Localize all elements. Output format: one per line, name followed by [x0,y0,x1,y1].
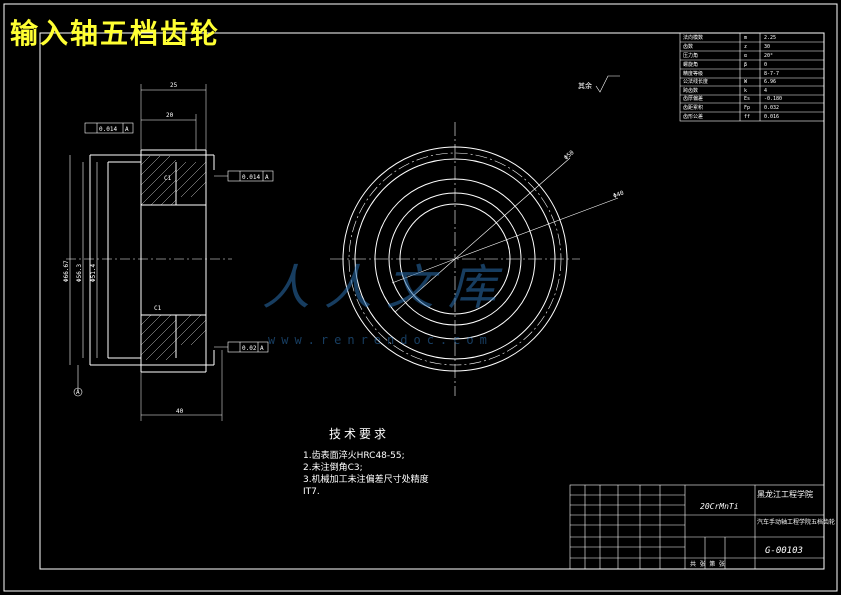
params-cell: -0.180 [764,96,782,102]
runout: 0.02 [242,345,257,352]
dia-bore: Φ56.3 [76,264,83,282]
params-cell: Fp [744,105,750,111]
dim-top-1: 25 [170,82,178,89]
params-cell: k [744,88,747,94]
dim-bottom: 40 [176,408,184,415]
params-cell: 20° [764,53,773,59]
params-cell: 螺旋角 [683,61,698,68]
outer-frame [3,3,838,592]
params-cell: 8-7-7 [764,71,779,77]
dim-top-2: 20 [166,112,174,119]
tech-line: 2.未注倒角C3; [303,463,363,473]
front-view [330,122,619,396]
params-cell: 0.016 [764,114,779,120]
flatness-2: 0.014 [242,174,260,181]
params-cell: 压力角 [683,52,698,59]
params-cell: 2.25 [764,35,776,41]
params-cell: m [744,35,747,41]
params-table [679,32,825,122]
params-cell: ff [744,114,750,120]
params-cell: 法向模数 [683,34,703,41]
part-name: 汽车手动轴工程学院五档齿轮 [757,518,835,526]
circle-dim-1: Φ50 [563,149,576,162]
section-hatching [140,155,207,361]
sheet-label: 共 张 第 张 [690,560,725,568]
params-cell: 0.032 [764,105,779,111]
params-cell: 齿数 [683,43,693,50]
side-view [66,84,274,421]
params-cell: Es [744,96,750,102]
params-cell: α [744,53,747,59]
params-cell: W [744,79,748,85]
params-cell: 精度等级 [683,70,703,77]
tech-line: 1.齿表面淬火HRC48-55; [303,451,405,461]
tech-title: 技术要求 [329,427,390,441]
inner-frame [39,32,825,570]
tech-line: IT7. [303,487,320,497]
school: 黑龙江工程学院 [757,489,813,499]
params-cell: 6.96 [764,79,776,85]
datum-1: A [125,126,129,133]
technical-requirements: 技术要求 1.齿表面淬火HRC48-55; 2.未注倒角C3; 3.机械加工未注… [303,425,533,498]
params-cell: 齿距累积 [683,104,703,111]
roughness-note: 其余 [578,81,592,90]
params-cell: 4 [764,88,767,94]
datum-2: A [265,174,269,181]
dia-inner: Φ51.4 [90,264,97,282]
params-cell: 公法线长度 [683,78,708,85]
params-cell: β [744,62,747,68]
drawing-number: G-00103 [765,546,803,556]
params-table-text: 法向模数 m 2.25 齿数 z 30 压力角 α 20° 螺旋角 β 0 精度等级 8-7-7 公法线长度… [683,34,782,120]
params-cell: 齿厚偏差 [683,95,703,102]
tech-line: 3.机械加工未注偏差尺寸处精度 [303,475,429,485]
params-cell: 30 [764,44,770,50]
material: 20CrMnTi [700,502,739,511]
roughness-symbol [595,75,620,93]
watermark-url: www.renrendoc.com [268,333,493,347]
chamfer-1: C1 [164,175,172,182]
drawing-title: 输入轴五档齿轮 [10,17,221,50]
params-cell: 跨齿数 [683,87,698,94]
flatness-1: 0.014 [99,126,117,133]
watermark-text: 人人文库 [262,260,511,316]
datum-symbol: A [76,389,80,396]
chamfer-2: C1 [154,305,162,312]
title-block [569,484,825,570]
params-cell: 0 [764,62,767,68]
circle-dim-2: Φ40 [612,189,625,199]
datum-3: A [260,345,264,352]
params-cell: 齿形公差 [683,113,703,120]
params-cell: z [744,44,747,50]
dia-outer: Φ66.67 [63,260,70,282]
